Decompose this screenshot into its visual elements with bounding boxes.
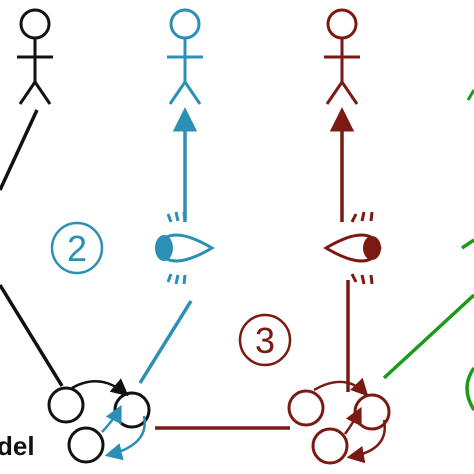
step-2-badge: 2 [50, 221, 104, 275]
person-icon-blue [167, 8, 203, 105]
state-machine-icon-right [287, 377, 391, 465]
step-3-label: 3 [255, 320, 275, 361]
eye-icon-blue [155, 211, 215, 285]
step-2-label: 2 [67, 228, 87, 269]
step-3-badge: 3 [238, 313, 292, 367]
state-machine-icon-left [47, 378, 151, 464]
person-icon-black [17, 8, 53, 105]
blue-connector-lines [138, 107, 198, 384]
eye-icon-red [323, 211, 382, 285]
black-connector-lines [0, 109, 64, 387]
person-icon-green-partial [466, 89, 474, 101]
red-connector-lines [155, 107, 355, 430]
person-icon-red [324, 8, 360, 105]
green-connector-lines [382, 238, 474, 411]
model-label-fragment: del [0, 431, 35, 461]
